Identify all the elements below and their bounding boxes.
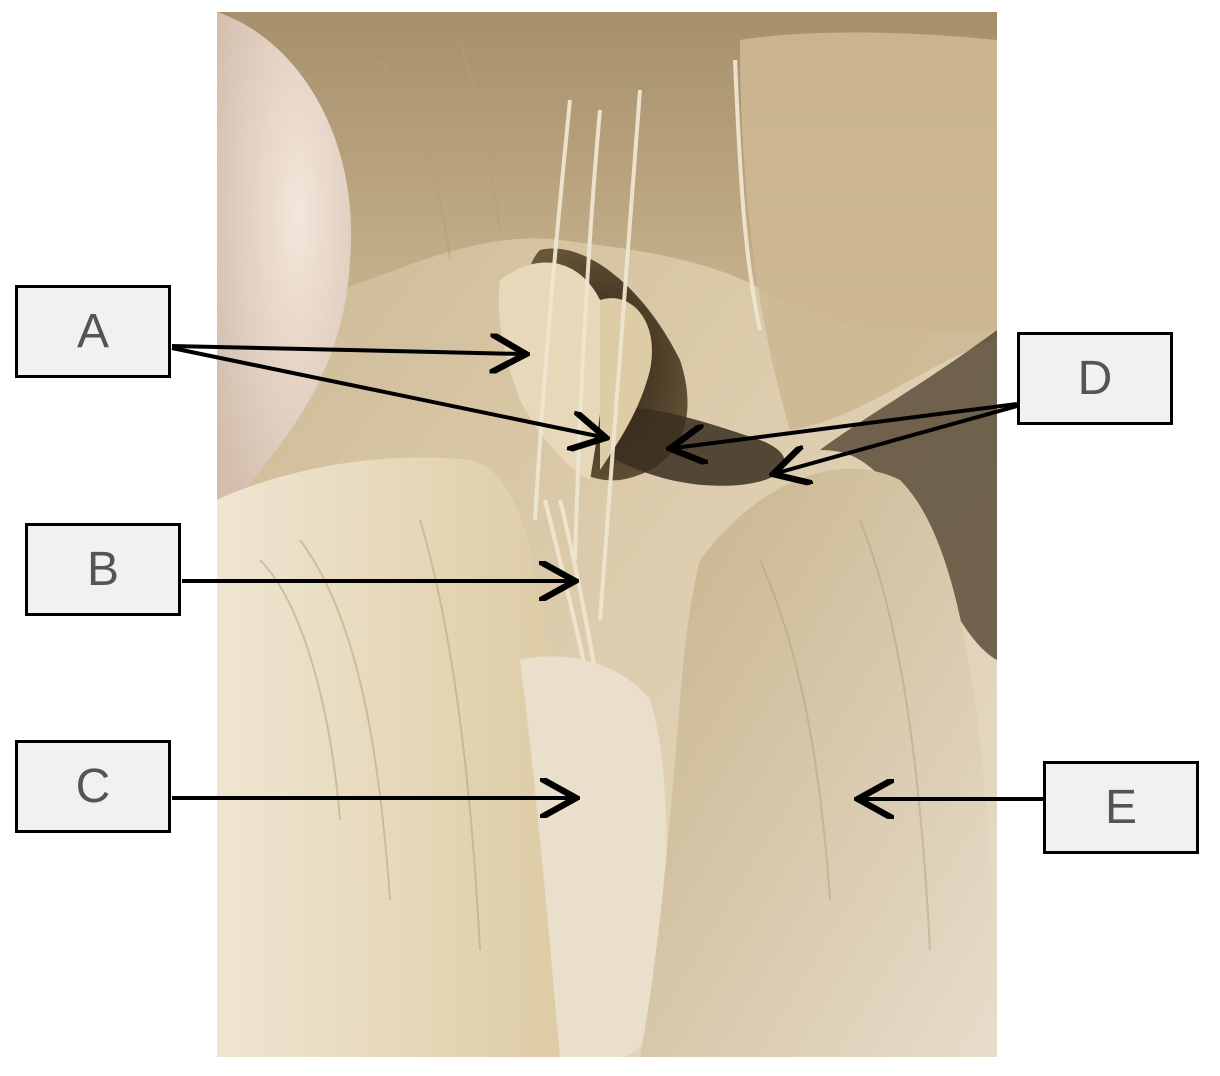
label-b: B xyxy=(25,523,181,616)
arrow-d-upper xyxy=(674,402,1018,448)
label-a: A xyxy=(15,285,171,378)
specimen-photo xyxy=(217,12,997,1058)
label-d: D xyxy=(1017,332,1173,425)
label-c: C xyxy=(15,740,171,833)
label-e: E xyxy=(1043,761,1199,854)
arrow-a-lower xyxy=(171,346,602,437)
arrow-d-lower xyxy=(777,404,1018,473)
arrow-a-upper xyxy=(171,346,522,354)
arrows xyxy=(171,346,1043,799)
